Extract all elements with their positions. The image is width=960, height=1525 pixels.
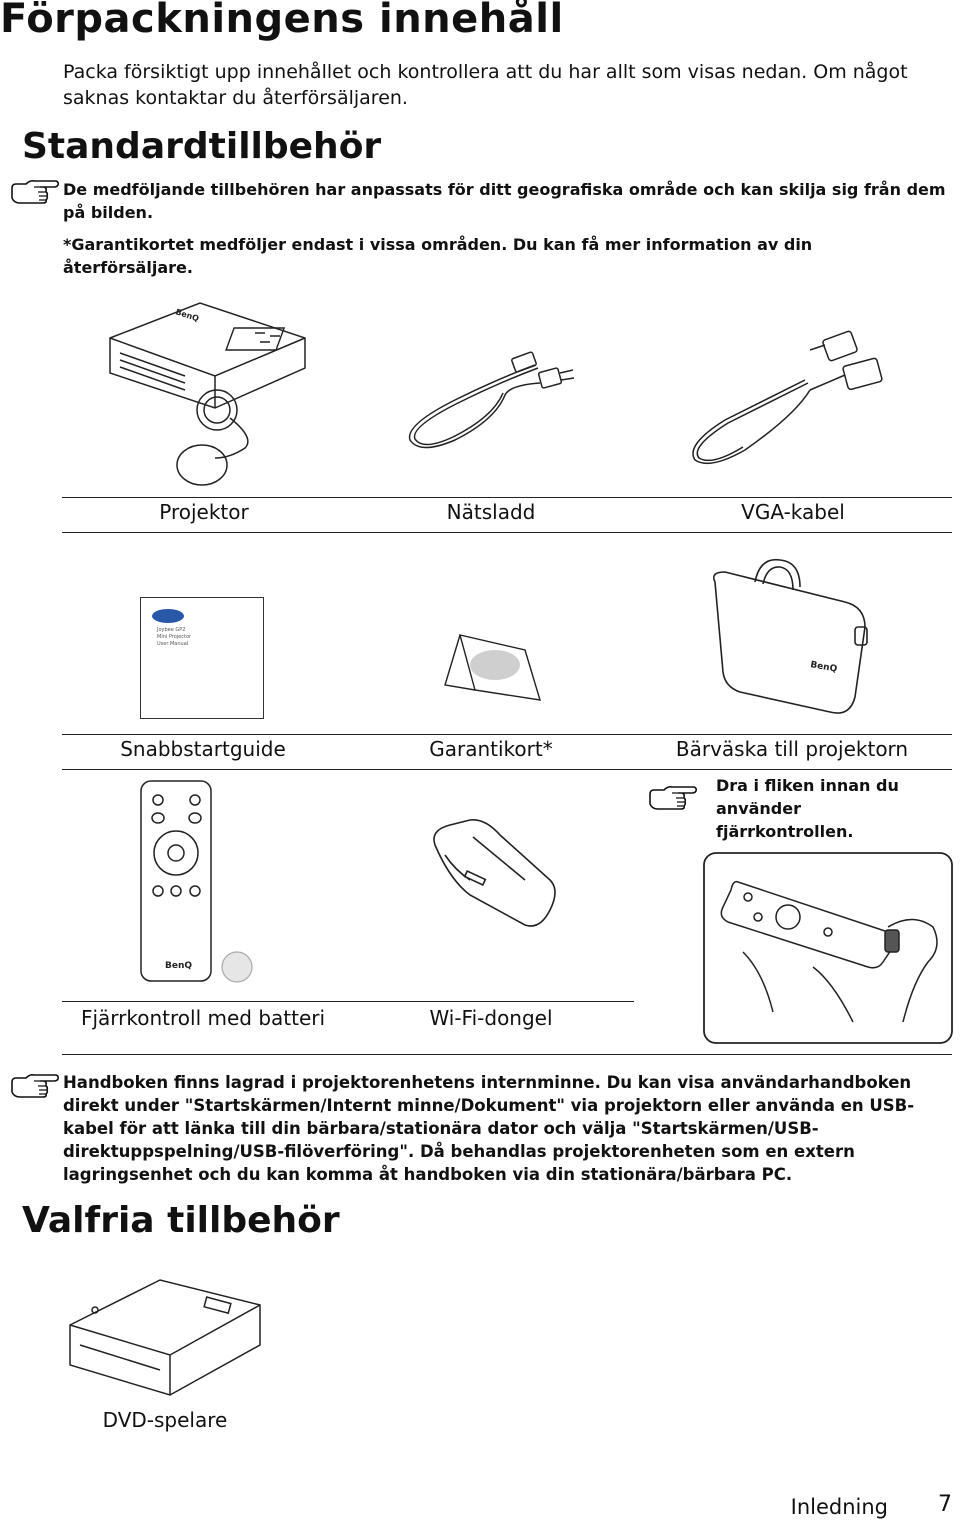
carry-bag-illustration: BenQ xyxy=(712,558,868,714)
brand-badge xyxy=(152,609,184,623)
caption-vga-cable: VGA-kabel xyxy=(741,500,845,524)
caption-dvd-player: DVD-spelare xyxy=(102,1408,228,1432)
caption-carry-bag: Bärväska till projektorn xyxy=(675,737,909,761)
dvd-player-illustration xyxy=(69,1279,261,1396)
brand-logo: BenQ xyxy=(165,961,192,971)
row2-bottom-rule xyxy=(62,769,952,770)
manual-note: Handboken finns lagrad i projektorenhete… xyxy=(63,1073,915,1184)
footer-section: Inledning xyxy=(790,1495,888,1519)
remote-control-illustration: BenQ xyxy=(140,780,212,982)
footer-page-number: 7 xyxy=(938,1492,952,1517)
caption-power-cord: Nätsladd xyxy=(446,500,536,524)
optional-heading: Valfria tillbehör xyxy=(22,1200,340,1241)
caption-quick-start-guide: Snabbstartguide xyxy=(120,737,286,761)
power-cord-illustration xyxy=(408,351,575,449)
caption-wifi-dongle: Wi-Fi-dongel xyxy=(429,1006,553,1030)
caption-projector: Projektor xyxy=(159,500,249,524)
caption-remote-control: Fjärrkontroll med batteri xyxy=(80,1006,326,1030)
page-title: Förpackningens innehåll xyxy=(0,0,564,42)
guide-product-name: Joybee GP2 xyxy=(157,627,186,633)
brand-logo: BenQ xyxy=(174,307,200,323)
warranty-note: *Garantikortet medföljer endast i vissa … xyxy=(63,235,813,277)
caption-warranty-card: Garantikort* xyxy=(429,737,553,761)
intro-text: Packa försiktigt upp innehållet och kont… xyxy=(63,61,908,109)
pointing-hand-icon xyxy=(11,180,60,204)
wifi-dongle-illustration xyxy=(433,818,556,927)
projector-illustration: BenQ xyxy=(109,302,306,486)
vga-cable-illustration xyxy=(692,330,883,465)
remote-tab-pull-illustration xyxy=(703,852,953,1044)
remote-tab-note: Dra i fliken innan du använder fjärrkont… xyxy=(716,776,899,841)
pointing-hand-icon xyxy=(649,786,698,810)
guide-product-type: Mini Projector xyxy=(157,634,192,640)
warranty-card-illustration xyxy=(444,634,541,701)
row1-bottom-rule xyxy=(62,532,952,533)
standard-heading: Standardtillbehör xyxy=(22,126,382,167)
row3-bottom-rule xyxy=(62,1054,952,1055)
battery-illustration xyxy=(221,951,253,983)
region-note: De medföljande tillbehören har anpassats… xyxy=(63,180,946,222)
brand-logo: BenQ xyxy=(809,660,838,675)
guide-doc-type: User Manual xyxy=(157,641,189,647)
quick-start-guide-illustration: Joybee GP2 Mini Projector User Manual xyxy=(140,597,264,719)
row3-top-rule xyxy=(62,1001,634,1002)
row1-top-rule xyxy=(62,497,952,498)
row2-top-rule xyxy=(62,734,952,735)
pointing-hand-icon xyxy=(11,1074,60,1098)
